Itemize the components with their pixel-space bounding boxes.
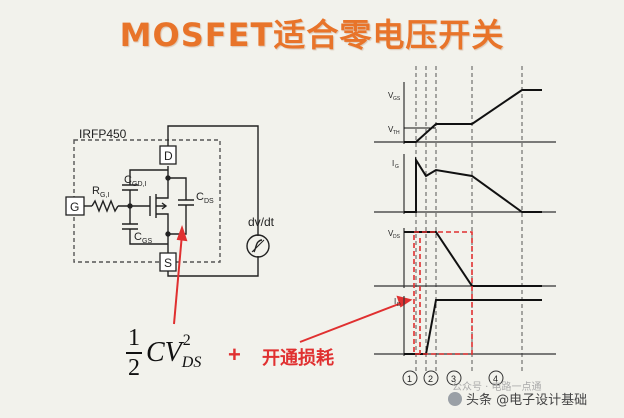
formula-numerator: 1	[128, 325, 140, 351]
circuit-schematic	[73, 125, 270, 277]
watermark-faint: 公众号 · 电路一点通	[452, 382, 542, 393]
phase-4: 4	[493, 374, 498, 384]
label-vds: V	[388, 229, 394, 238]
label-cgd-sub: GD,I	[132, 181, 146, 188]
terminal-g-box	[65, 196, 85, 216]
wire-bottom-loop	[167, 256, 259, 277]
label-cds: C	[196, 191, 204, 203]
label-ig: I	[392, 159, 394, 168]
page-title: MOSFET适合零电压开关	[119, 16, 505, 54]
label-vgs: V	[388, 91, 394, 100]
node-drain	[165, 175, 171, 181]
terminal-d-box	[159, 145, 177, 165]
phase-markers	[402, 370, 504, 386]
package-outline	[73, 139, 221, 263]
trace-ig	[404, 156, 542, 213]
formula-fraction: 1 2	[126, 326, 142, 380]
terminal-d: D	[164, 149, 173, 163]
formula-denominator: 2	[128, 355, 140, 381]
mosfet-arrow	[161, 202, 168, 210]
dvdt-source-icon	[246, 234, 270, 258]
arrow-head-cds	[176, 224, 188, 242]
dvdt-source-slash	[251, 239, 265, 253]
formula-plus: +	[228, 342, 241, 367]
account-icon	[448, 391, 462, 406]
loss-region	[413, 231, 473, 355]
label-cgd: C	[124, 174, 132, 186]
formula-subscript: DS	[181, 354, 202, 371]
cap-cgd	[122, 169, 168, 206]
cap-cds	[168, 177, 194, 235]
watermark: 头条 @电子设计基础	[448, 389, 587, 408]
label-rg: R	[92, 185, 100, 197]
node-gate	[127, 203, 133, 209]
label-cgs-sub: GS	[142, 238, 152, 245]
arrow-to-cds	[173, 233, 183, 325]
label-ig-sub: G	[395, 164, 399, 170]
terminal-s-box	[159, 252, 177, 272]
label-cds-sub: DS	[204, 198, 214, 205]
turn-on-loss-label: 开通损耗	[262, 348, 334, 369]
watermark-text: 头条 @电子设计基础	[466, 393, 588, 408]
phase-3: 3	[451, 374, 456, 384]
red-arrows	[173, 224, 413, 343]
mosfet-symbol	[149, 192, 169, 220]
resistor-rg	[91, 199, 119, 213]
trace-id	[404, 299, 542, 355]
phase-1: 1	[407, 374, 412, 384]
label-id: I	[394, 297, 396, 306]
trace-vds	[404, 231, 542, 287]
label-vgs-sub: GS	[393, 96, 401, 102]
formula-superscript: 2	[182, 332, 191, 349]
label-vth-sub: TH	[393, 130, 400, 136]
terminal-s: S	[164, 256, 172, 270]
cap-cgs	[122, 206, 168, 245]
phase-2: 2	[428, 374, 433, 384]
formula-body: CV	[146, 337, 182, 368]
terminal-g: G	[70, 200, 79, 214]
label-rg-sub: G,I	[100, 192, 109, 199]
label-cgs: C	[134, 231, 142, 243]
label-vth: V	[388, 125, 394, 134]
label-id-sub: D	[397, 302, 401, 308]
arrow-to-waveform	[299, 301, 405, 343]
trace-vgs	[404, 89, 542, 143]
fraction-bar	[126, 352, 142, 354]
wire-top-loop	[167, 125, 259, 236]
node-source	[165, 231, 171, 237]
waveform-panel: V GS V TH I G V DS I D 1 2 3 4	[374, 66, 556, 386]
label-vds-sub: DS	[393, 234, 401, 240]
source-label: dv/dt	[248, 215, 275, 229]
part-number: IRFP450	[79, 127, 127, 141]
loss-formula: 1 2 CV 2 DS	[126, 326, 201, 380]
